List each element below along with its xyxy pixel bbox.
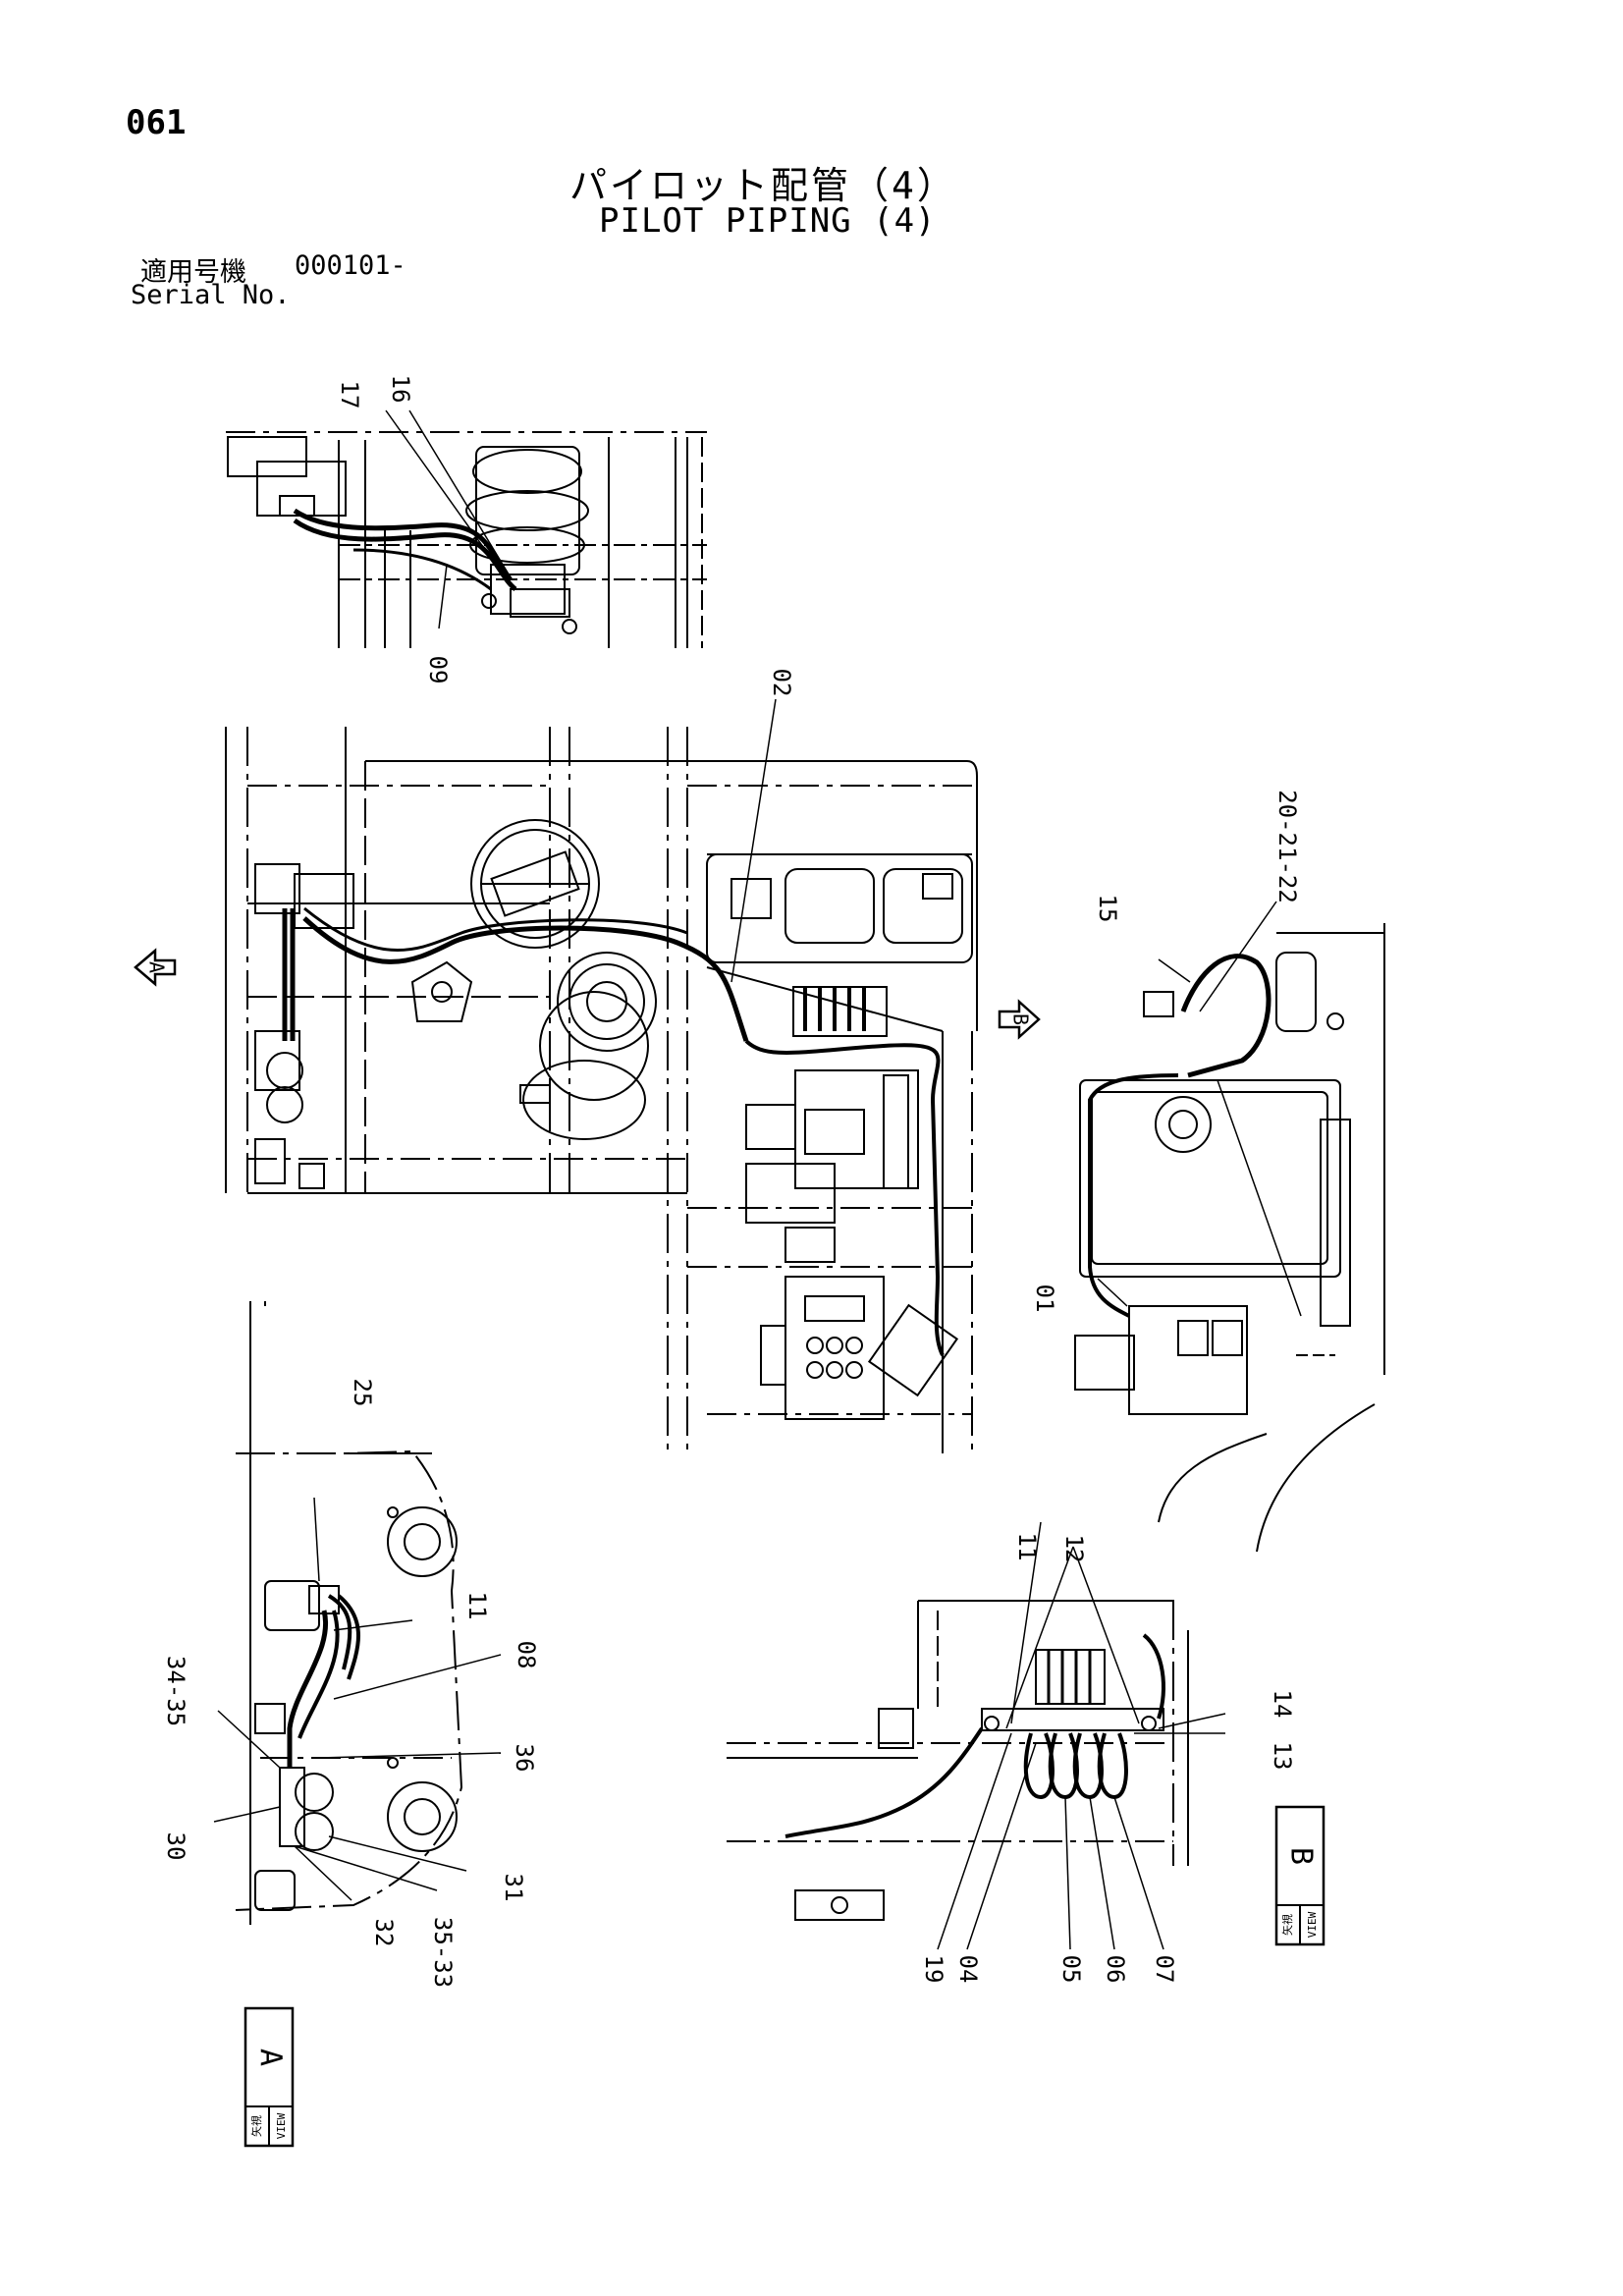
callout-05: 05 <box>1057 1955 1085 1984</box>
serial-label-english: Serial No. <box>131 280 291 310</box>
callout-06: 06 <box>1102 1955 1129 1984</box>
right-detail-tank <box>1074 901 1385 1553</box>
svg-text:VIEW: VIEW <box>275 2112 288 2139</box>
callout-20-21-22: 20-21-22 <box>1273 790 1301 903</box>
callout-labels: 17 16 09 02 15 20-21-22 01 25 11 08 34-3… <box>162 375 1301 1989</box>
view-b-label: B 矢視 VIEW <box>1274 1805 1325 1946</box>
title-japanese: パイロット配管（4） <box>569 164 957 207</box>
callout-13: 13 <box>1269 1742 1296 1771</box>
svg-text:VIEW: VIEW <box>1306 1911 1319 1938</box>
callout-11-view-b: 11 <box>1013 1533 1041 1561</box>
svg-text:矢視: 矢視 <box>1280 1914 1294 1936</box>
callout-07: 07 <box>1151 1955 1178 1984</box>
callout-01: 01 <box>1031 1285 1058 1313</box>
view-b-detail <box>727 1521 1226 1950</box>
callout-19: 19 <box>920 1955 947 1984</box>
page-number: 061 <box>126 103 187 142</box>
arrow-a-icon <box>134 948 177 987</box>
callout-25: 25 <box>349 1379 376 1407</box>
svg-text:B: B <box>1284 1847 1319 1865</box>
callout-36: 36 <box>511 1744 538 1773</box>
main-plan-view <box>134 698 1041 1453</box>
callout-32: 32 <box>370 1919 398 1947</box>
svg-text:A: A <box>253 2049 288 2066</box>
callout-16: 16 <box>387 375 414 404</box>
serial-value: 000101- <box>295 250 406 281</box>
callout-35-33: 35-33 <box>429 1917 457 1988</box>
svg-text:矢視: 矢視 <box>249 2115 263 2137</box>
serial-label-japanese: 適用号機 <box>140 257 246 288</box>
view-a-label: A 矢視 VIEW <box>243 2006 295 2148</box>
callout-30: 30 <box>162 1832 189 1861</box>
callout-11-view-a: 11 <box>463 1592 491 1620</box>
callout-02: 02 <box>768 669 795 697</box>
top-detail-swing-motor <box>226 410 707 648</box>
callout-31: 31 <box>500 1874 527 1902</box>
callout-34-35: 34-35 <box>162 1656 189 1726</box>
callout-04: 04 <box>954 1955 982 1984</box>
view-a-detail <box>213 1301 502 1925</box>
callout-12: 12 <box>1060 1535 1088 1563</box>
callout-09: 09 <box>424 656 452 684</box>
arrow-a-letter: A <box>145 961 169 973</box>
callout-17: 17 <box>336 381 363 410</box>
callout-15: 15 <box>1094 895 1121 923</box>
arrow-b-icon <box>998 999 1041 1040</box>
title-english: PILOT PIPING (4) <box>599 201 937 241</box>
arrow-b-letter: B <box>1009 1013 1033 1025</box>
callout-08: 08 <box>513 1641 540 1669</box>
callout-14: 14 <box>1269 1690 1296 1719</box>
